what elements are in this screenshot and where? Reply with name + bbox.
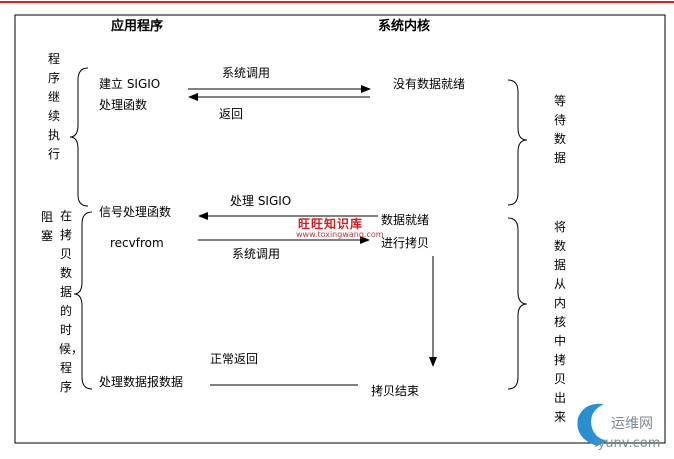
label-syscall-2: 系统调用 [232,247,281,261]
label-no-data-ready: 没有数据就绪 [393,77,466,91]
label-return: 返回 [219,107,244,121]
label-wait-data: 等待数据 [553,94,566,165]
label-create-sigio: 建立 SIGIO [99,77,161,91]
label-copy-done: 拷贝结束 [371,384,420,398]
label-copy-kernel-to-user: 将数据从内核中拷贝出来 [553,220,566,424]
label-normal-return: 正常返回 [210,352,259,366]
logo-name: 运维网 [611,416,653,432]
watermark-text: 旺旺知识库 [298,217,364,231]
label-handler-func: 处理函数 [99,98,148,112]
label-data-ready: 数据就绪 [381,213,430,227]
label-deliver-sigio: 处理 SIGIO [230,194,292,208]
brace-left-upper [69,67,89,207]
label-copying: 进行拷贝 [381,236,430,250]
brace-right-lower [507,217,528,390]
label-blocked: 阻塞 [40,210,53,243]
label-copy-time: 在拷贝数据的时候，程序 [59,209,84,394]
label-recvfrom: recvfrom [110,236,164,250]
logo-swirl [577,403,608,446]
header-app: 应用程序 [111,19,164,34]
label-program-continues: 程序继续执行 [47,52,60,161]
header-kernel: 系统内核 [378,19,431,34]
brace-right-upper [507,79,528,206]
logo-url: iyunv.com [594,436,661,451]
label-process-data: 处理数据报数据 [99,375,184,389]
label-signal-handler: 信号处理函数 [99,205,172,219]
outer-frame [14,14,666,444]
brace-left-lower [73,211,93,390]
watermark-url: www.toxingwang.com [296,230,384,239]
label-syscall-1: 系统调用 [222,66,271,80]
